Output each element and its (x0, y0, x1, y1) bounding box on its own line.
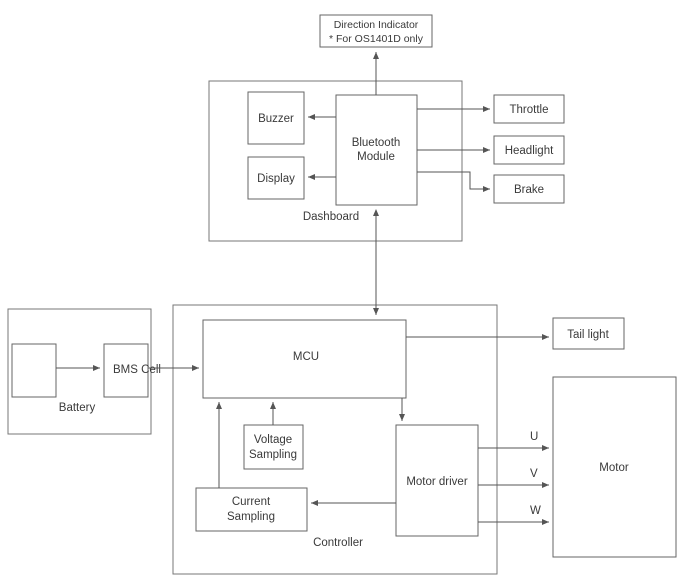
dashboard-label: Dashboard (303, 211, 359, 223)
direction-indicator-note: * For OS1401D only (329, 33, 424, 45)
throttle-box: Throttle (493, 94, 565, 124)
bluetooth-label-line1: Bluetooth (352, 137, 401, 149)
motor-box: Motor (552, 376, 677, 558)
controller-group: Controller (172, 304, 498, 575)
voltage-sampling-line1: Voltage (254, 434, 292, 446)
mcu-box: MCU (202, 319, 407, 399)
bms-cell-label: BMS Cell (113, 364, 161, 376)
current-sampling-line2: Sampling (227, 511, 275, 523)
controller-label: Controller (313, 537, 363, 549)
motor-label: Motor (599, 462, 629, 474)
phase-v-label: V (530, 468, 538, 480)
tail-light-label: Tail light (567, 329, 609, 341)
direction-indicator-label: Direction Indicator (334, 19, 419, 31)
throttle-label: Throttle (510, 104, 549, 116)
brake-label: Brake (514, 184, 544, 196)
voltage-sampling-box: Voltage Sampling (243, 424, 304, 470)
phase-w-label: W (530, 505, 541, 517)
motor-driver-label: Motor driver (406, 476, 468, 488)
display-box: Display (247, 156, 305, 200)
battery-label: Battery (59, 402, 96, 414)
phase-u-label: U (530, 431, 538, 443)
display-label: Display (257, 173, 295, 185)
arrow-bt-to-brake (417, 171, 490, 192)
headlight-label: Headlight (505, 145, 554, 157)
bms-cell-box (103, 343, 149, 398)
battery-group: Battery (7, 308, 152, 435)
direction-indicator-box: Direction Indicator * For OS1401D only (319, 14, 433, 48)
motor-driver-box: Motor driver (395, 424, 479, 537)
voltage-sampling-line2: Sampling (249, 449, 297, 461)
mcu-label: MCU (293, 351, 319, 363)
brake-box: Brake (493, 174, 565, 204)
bluetooth-label-line2: Module (357, 151, 395, 163)
current-sampling-box: Current Sampling (195, 487, 308, 532)
battery-cell-box (11, 343, 57, 398)
dashboard-group: Dashboard (208, 80, 463, 242)
headlight-box: Headlight (493, 135, 565, 165)
buzzer-box: Buzzer (247, 91, 305, 145)
buzzer-label: Buzzer (258, 113, 294, 125)
bluetooth-module-box: Bluetooth Module (335, 94, 418, 206)
current-sampling-line1: Current (232, 496, 271, 508)
tail-light-box: Tail light (552, 317, 625, 350)
